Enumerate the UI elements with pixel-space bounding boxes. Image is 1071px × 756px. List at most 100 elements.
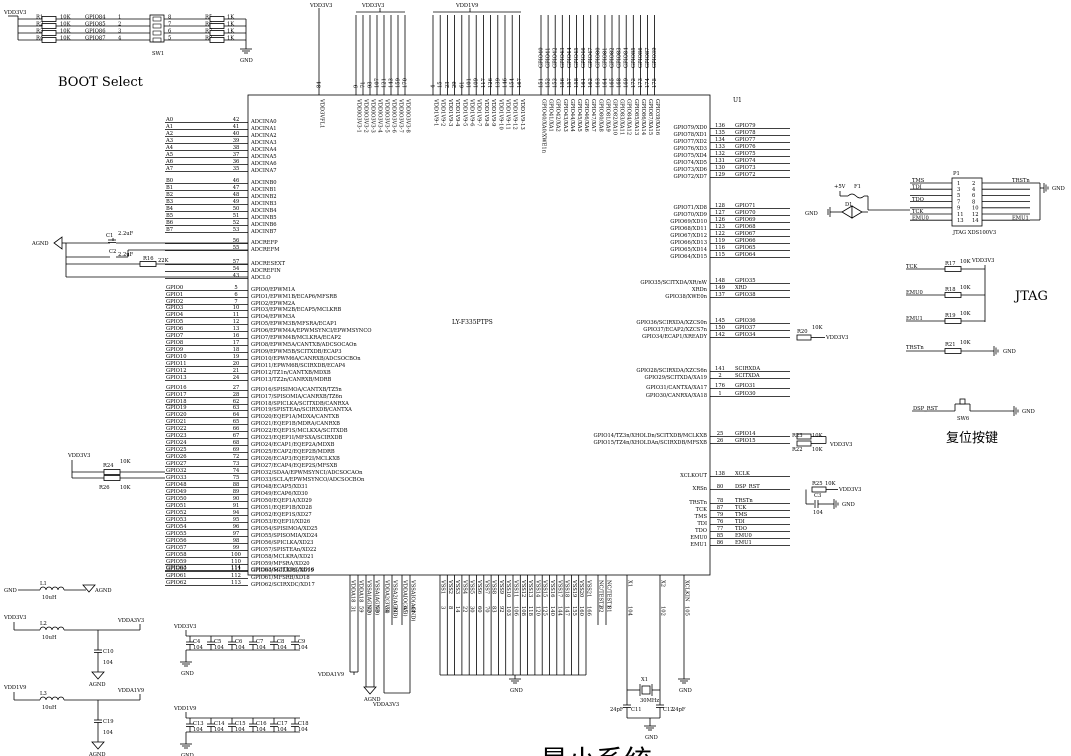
connector-pin: 11 — [957, 212, 964, 218]
chip-pin-function: GPIO64/XD15 — [670, 254, 707, 260]
chip-pin-function: VDD1V9-5 — [461, 98, 467, 126]
chip-pin-net: GPIO52 — [166, 510, 187, 516]
connector-pin: 7 — [957, 199, 960, 205]
chip-pin-number: 176 — [715, 383, 725, 389]
chip-pin-function: VDDIO3V3-7 — [398, 98, 404, 133]
chip-pin-number: 9 — [354, 85, 360, 88]
resistor-value: 10K — [960, 311, 971, 317]
chip-pin-function: GPIO80/XA8 — [597, 99, 603, 132]
cap-c1 — [108, 239, 116, 243]
chip-pin-number: 58 — [374, 606, 380, 613]
net-label: DSP_RST — [913, 406, 938, 412]
chip-pin-function: VSS3 — [454, 579, 460, 594]
chip-pin-number: 167 — [517, 78, 523, 88]
chip-pin-function: VSS17 — [556, 579, 562, 597]
net-label: EMU0 — [906, 290, 923, 296]
pulldown-resistor — [209, 37, 225, 43]
chip-pin-number: 156 — [560, 78, 566, 88]
cap-ref: C9 — [298, 639, 305, 645]
chip-pin-number: 90 — [233, 496, 240, 502]
chip-pin-net: GPIO11 — [166, 361, 187, 367]
chip-pin-function: VDDIO3V3-2 — [363, 98, 369, 133]
chip-pin-net: GPIO85 — [631, 47, 637, 68]
chip-pin-number: 163 — [595, 78, 601, 88]
chip-pin-function: GPIO49/ECAP6/XD30 — [251, 491, 308, 497]
chip-pin-function: GPIO10/EPWM6A/CANRXB/ADCSOCBOn — [251, 356, 361, 362]
chip-pin-net: GPIO60 — [166, 566, 187, 572]
chip-pin-number: 27 — [233, 385, 240, 391]
chip-pin-function: GPIO39/XA16 — [654, 99, 660, 135]
bank-ground — [180, 740, 192, 749]
chip-pin-net: TDI — [735, 519, 745, 525]
chip-pin-number: 116 — [715, 245, 725, 251]
jtag-ground — [1040, 183, 1049, 193]
resistor-value: 10K — [60, 22, 71, 28]
chip-pin-function: EMU1 — [690, 542, 707, 548]
chip-pin-function: X1 — [627, 580, 633, 587]
chip-pin-number: 126 — [715, 217, 725, 223]
chip-pin-function: VDD1V9-4 — [454, 98, 460, 127]
cap-value: 104 — [277, 727, 288, 733]
chip-pin-number: 53 — [233, 227, 240, 233]
chip-pin-function: GPIO19/SPISTEAn/SCIRXDB/CANTXA — [251, 407, 352, 413]
connector-pin: 8 — [972, 199, 975, 205]
chip-pin-number: 121 — [382, 78, 388, 88]
chip-pin-number: 132 — [715, 151, 725, 157]
chip-pin-net: TCK — [735, 505, 746, 511]
resistor-r26 — [103, 475, 121, 481]
ground-label: GND — [1022, 409, 1035, 415]
chip-pin-function: GPIO59/MFSRA/XD20 — [251, 561, 310, 567]
power-net-label: VDDA3V3 — [117, 618, 144, 624]
chip-pin-number: 169 — [624, 78, 630, 88]
chip-pin-number: 105 — [684, 606, 690, 616]
chip-pin-net: GPIO41 — [546, 47, 552, 68]
resistor-ref: R20 — [797, 329, 808, 335]
chip-pin-function: ADCINB6 — [250, 222, 277, 228]
chip-pin-net: GPIO64 — [735, 252, 756, 258]
switch-lever — [152, 37, 162, 43]
chip-pin-net: GPIO84 — [624, 47, 630, 68]
chip-pin-net: GPIO5 — [166, 319, 183, 325]
fuse-f1 — [847, 193, 865, 199]
resistor-ref: R23 — [792, 433, 803, 439]
chip-pin-function: VDD1V9-8 — [483, 98, 489, 126]
chip-pin-number: 14 — [454, 606, 460, 613]
chip-pin-net: A5 — [165, 152, 173, 158]
chip-pin-net: GPIO75 — [735, 151, 756, 157]
chip-pin-function: ADCINB1 — [250, 187, 277, 193]
chip-pin-number: 104 — [627, 606, 633, 617]
chip-pin-number: 102 — [660, 606, 666, 616]
resistor-value: 1K — [227, 29, 234, 35]
connector-pin: 3 — [957, 187, 960, 193]
bottom-title: 最小系统 — [540, 744, 652, 756]
crystal-ref: X1 — [641, 677, 648, 683]
resistor-ref: R6 — [205, 22, 212, 28]
chip-pin-function: ADCINB0 — [250, 180, 277, 186]
chip-pin-net: B2 — [166, 192, 173, 198]
chip-pin-number: 22 — [461, 606, 467, 613]
chip-pin-number: 7 — [234, 299, 237, 305]
chip-pin-net: DSP_RST — [735, 484, 760, 490]
resistor-value: 10K — [825, 481, 836, 487]
chip-pin-function: GPIO16/SPISIMOA/CANTXB/TZ5n — [251, 387, 342, 393]
resistor-r25 — [811, 486, 827, 493]
chip-pin-function: GPIO81/XA9 — [604, 99, 610, 132]
chip-pin-net: GPIO34 — [735, 332, 756, 338]
chip-pin-function: ADCINA0 — [250, 119, 277, 125]
chip-pin-number: 96 — [233, 524, 240, 530]
chip-pin-net: GPIO42 — [553, 47, 559, 68]
chip-pin-number: 137 — [715, 292, 725, 298]
chip-pin-function: VSS10 — [505, 579, 511, 597]
chip-pin-function: GPIO28/SCIRXDA/XZCS6n — [636, 368, 707, 374]
resistor-r21 — [944, 348, 962, 354]
chip-pin-function: VDD1V9-11 — [505, 98, 511, 130]
xclkin-ground — [678, 675, 690, 684]
chip-pin-number: 18 — [233, 347, 240, 353]
inductor-value: 10uH — [42, 595, 57, 601]
chip-pin-net: GPIO19 — [166, 405, 187, 411]
agnd-label: AGND — [94, 588, 112, 594]
chip-pin-function: GPIO6/EPWM4A/EPWMSYNCI/EPWMSYNCO — [251, 328, 372, 334]
chip-pin-function: VDD3VFL1 — [319, 98, 325, 128]
chip-pin-number: 125 — [542, 606, 548, 616]
